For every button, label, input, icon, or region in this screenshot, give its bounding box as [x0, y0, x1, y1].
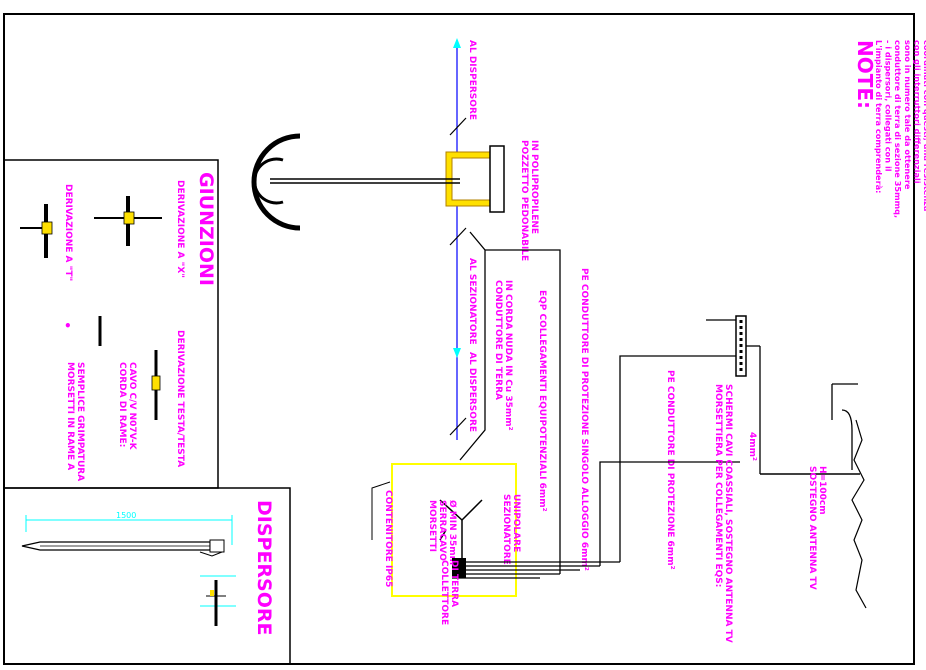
label-collettore: COLLETTORE DI TERRA: [439, 560, 459, 628]
label-al-sezionatore: AL SEZIONATORE: [467, 258, 477, 345]
label-morsetti: MORSETTI SERRACAVO Ø MIN 35mm²: [427, 500, 458, 569]
dispersore-rod: [21, 515, 233, 557]
label-pe-prot: PE CONDUTTORE DI PROTEZIONE 6mm²: [665, 370, 675, 570]
dispersore-title: DISPERSORE: [253, 500, 275, 636]
sezionatore-symbol: [439, 499, 483, 560]
label-sezionatore: SEZIONATORE UNIPOLARE: [501, 494, 521, 568]
label-corda: CORDA DI RAME: CAVO C/V N07V-K: [117, 362, 137, 451]
bullet-icon: •: [64, 319, 72, 333]
note-line: con gli interruttori differenziali: [912, 40, 922, 184]
label-pozzetto: POZZETTO PEDONABILE IN POLIPROPILENE: [519, 140, 539, 264]
note-block: NOTE: L'impianto di terra comprenderà:- …: [853, 40, 926, 218]
ip65-enclosure: [391, 463, 517, 597]
dispersore-dimension: 1500: [116, 511, 136, 520]
dispersore-section: [200, 575, 236, 626]
pozzetto-well: [270, 145, 505, 213]
label-contenitore: CONTENITORE IP65: [383, 490, 393, 587]
label-conduttore-terra: CONDUTTORE DI TERRA IN CORDA NUDA IN Cu …: [493, 280, 513, 431]
label-derivazione-testa: DERIVAZIONE TESTA/TESTA: [175, 330, 185, 467]
note-lines: L'impianto di terra comprenderà:- i disp…: [874, 40, 926, 218]
collettore-terra: [452, 558, 620, 579]
note-title: NOTE:: [853, 40, 877, 109]
label-al-dispersore-mid: AL DISPERSORE: [467, 352, 477, 432]
note-line: coordinati con questi, una resistenza: [922, 40, 926, 211]
label-morsettiera: MORSETTIERA PER COLLEGAMENTI EQS: SCHERM…: [713, 384, 733, 643]
junction-x-symbol: [94, 196, 162, 246]
earth-conductor-line: [459, 231, 486, 461]
label-eqp: EQP COLLEGAMENTI EQUIPOTENZIALI 6mm²: [537, 290, 547, 512]
label-4mm: 4mm²: [747, 432, 757, 461]
note-line: L'impianto di terra comprenderà:: [874, 40, 884, 193]
junction-testa-symbol: [151, 350, 161, 420]
note-line: conduttore di terra di sezione 35mmq,: [893, 40, 903, 218]
junction-t-symbol: [20, 204, 53, 258]
label-al-dispersore-top: AL DISPERSORE: [467, 40, 477, 120]
dispersore-symbol: [251, 133, 301, 231]
note-line: sono in numero tale da ottenere: [903, 40, 913, 190]
note-line: - i dispersori, collegati con il: [884, 40, 894, 172]
label-morsetti-rame: MORSETTI IN RAME A SEMPLICE GRIMPATURA: [65, 362, 85, 481]
label-derivazione-x: DERIVAZIONE A "X": [175, 180, 185, 278]
dispersore-box: [3, 487, 291, 665]
label-derivazione-t: DERIVAZIONE A "T": [63, 184, 73, 281]
morsettiera-eqs: [706, 315, 761, 474]
sostegno-antenna: [760, 383, 867, 609]
label-sostegno: SOSTEGNO ANTENNA TV H=100cm: [807, 466, 827, 593]
pe-conductors: [485, 249, 740, 574]
label-pe-singolo: PE CONDUTTORE DI PROTEZIONE SINGOLO ALLO…: [579, 268, 589, 571]
contenitore-leader: [371, 481, 391, 540]
upper-conductor: [449, 38, 467, 440]
giunzioni-title: GIUNZIONI: [195, 172, 217, 286]
